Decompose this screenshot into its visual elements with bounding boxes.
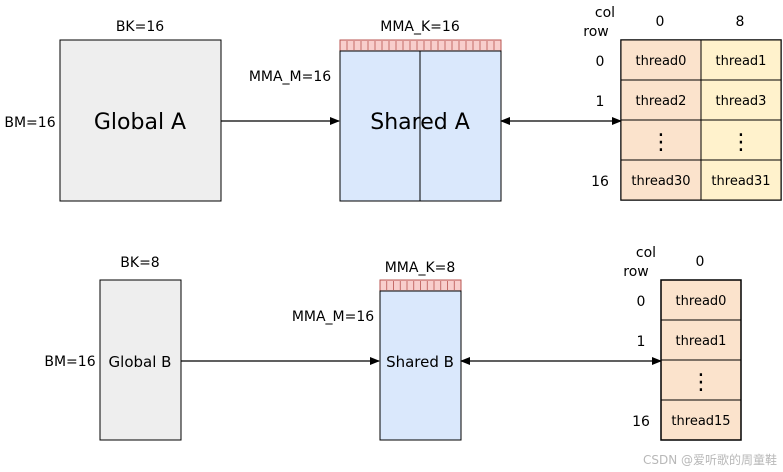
- thread-cell-a-3-0: [620, 159, 702, 201]
- col-header-b-0: 0: [696, 254, 705, 270]
- global-a-bk-label: BK=16: [116, 19, 164, 35]
- row-label-a-16: 16: [591, 174, 609, 190]
- row-label-a-0: 0: [596, 54, 605, 70]
- global-b-label: Global B: [109, 353, 172, 371]
- thread-cell-a-3-1-label: thread31: [711, 174, 770, 189]
- thread-cell-a-1-0-label: thread2: [636, 94, 687, 109]
- thread-cell-a-2-1: [700, 119, 782, 161]
- col-header-a-1: 8: [736, 14, 745, 30]
- thread-cell-b-0-label: thread0: [676, 294, 727, 309]
- shared-a-bank-ticks: [346, 41, 495, 50]
- ellipsis-b: ⋮: [690, 370, 712, 395]
- thread-cell-a-2-0: [620, 119, 702, 161]
- thread-cell-a-0-1: [700, 39, 782, 81]
- thread-cell-a-3-1: [700, 159, 782, 201]
- shared-a-label: Shared A: [370, 110, 470, 135]
- shared-a-group: MMA_K=16 MMA_M=16 Shared A: [249, 19, 502, 202]
- shared-a-mma-m-label: MMA_M=16: [249, 69, 331, 85]
- thread-cell-b-1-label: thread1: [676, 334, 727, 349]
- thread-cell-a-1-0: [620, 79, 702, 121]
- shared-b-box: [379, 290, 462, 441]
- thread-cell-a-0-0: [620, 39, 702, 81]
- global-a-label: Global A: [94, 110, 186, 135]
- thread-cell-a-0-1-label: thread1: [716, 54, 767, 69]
- ellipsis-a-1: ⋮: [730, 130, 752, 155]
- global-b-group: BK=8 BM=16 Global B: [44, 255, 182, 441]
- shared-b-group: MMA_K=8 MMA_M=16 Shared B: [292, 260, 462, 441]
- watermark: CSDN @爱听歌的周童鞋: [643, 452, 777, 467]
- global-b-bm-label: BM=16: [44, 354, 95, 370]
- thread-grid-b-border: [660, 279, 742, 441]
- col-label-a: col: [595, 5, 615, 21]
- thread-cell-a-0-0-label: thread0: [636, 54, 687, 69]
- col-header-a-0: 0: [656, 14, 665, 30]
- thread-cell-b-3-label: thread15: [671, 414, 730, 429]
- shared-a-mma-k-label: MMA_K=16: [380, 19, 460, 35]
- col-label-b: col: [636, 245, 656, 261]
- global-a-box: [59, 39, 222, 202]
- thread-layout-b: col row 0 0 1 16 thread0 thread1 ⋮ threa…: [623, 245, 742, 441]
- row-label-a: row: [583, 24, 608, 40]
- row-label-b-16: 16: [632, 414, 650, 430]
- shared-b-bank-ticks: [386, 281, 455, 290]
- thread-cell-b-2: [660, 359, 742, 401]
- global-a-group: BK=16 BM=16 Global A: [4, 19, 222, 202]
- thread-layout-a: col row 0 8 0 1 16 thread0 thread1 threa…: [583, 5, 782, 201]
- shared-b-mma-m-label: MMA_M=16: [292, 309, 374, 325]
- row-label-b-0: 0: [637, 294, 646, 310]
- thread-cell-a-3-0-label: thread30: [631, 174, 690, 189]
- ellipsis-a-0: ⋮: [650, 130, 672, 155]
- global-b-bk-label: BK=8: [120, 255, 159, 271]
- row-label-b-1: 1: [637, 334, 646, 350]
- thread-cell-a-1-1-label: thread3: [716, 94, 767, 109]
- shared-a-bank-strip: [339, 39, 502, 52]
- global-b-box: [99, 279, 182, 441]
- shared-b-mma-k-label: MMA_K=8: [385, 260, 456, 276]
- shared-b-label: Shared B: [386, 353, 454, 371]
- thread-cell-b-0: [660, 279, 742, 321]
- row-label-b: row: [623, 264, 648, 280]
- row-label-a-1: 1: [596, 94, 605, 110]
- global-a-bm-label: BM=16: [4, 115, 55, 131]
